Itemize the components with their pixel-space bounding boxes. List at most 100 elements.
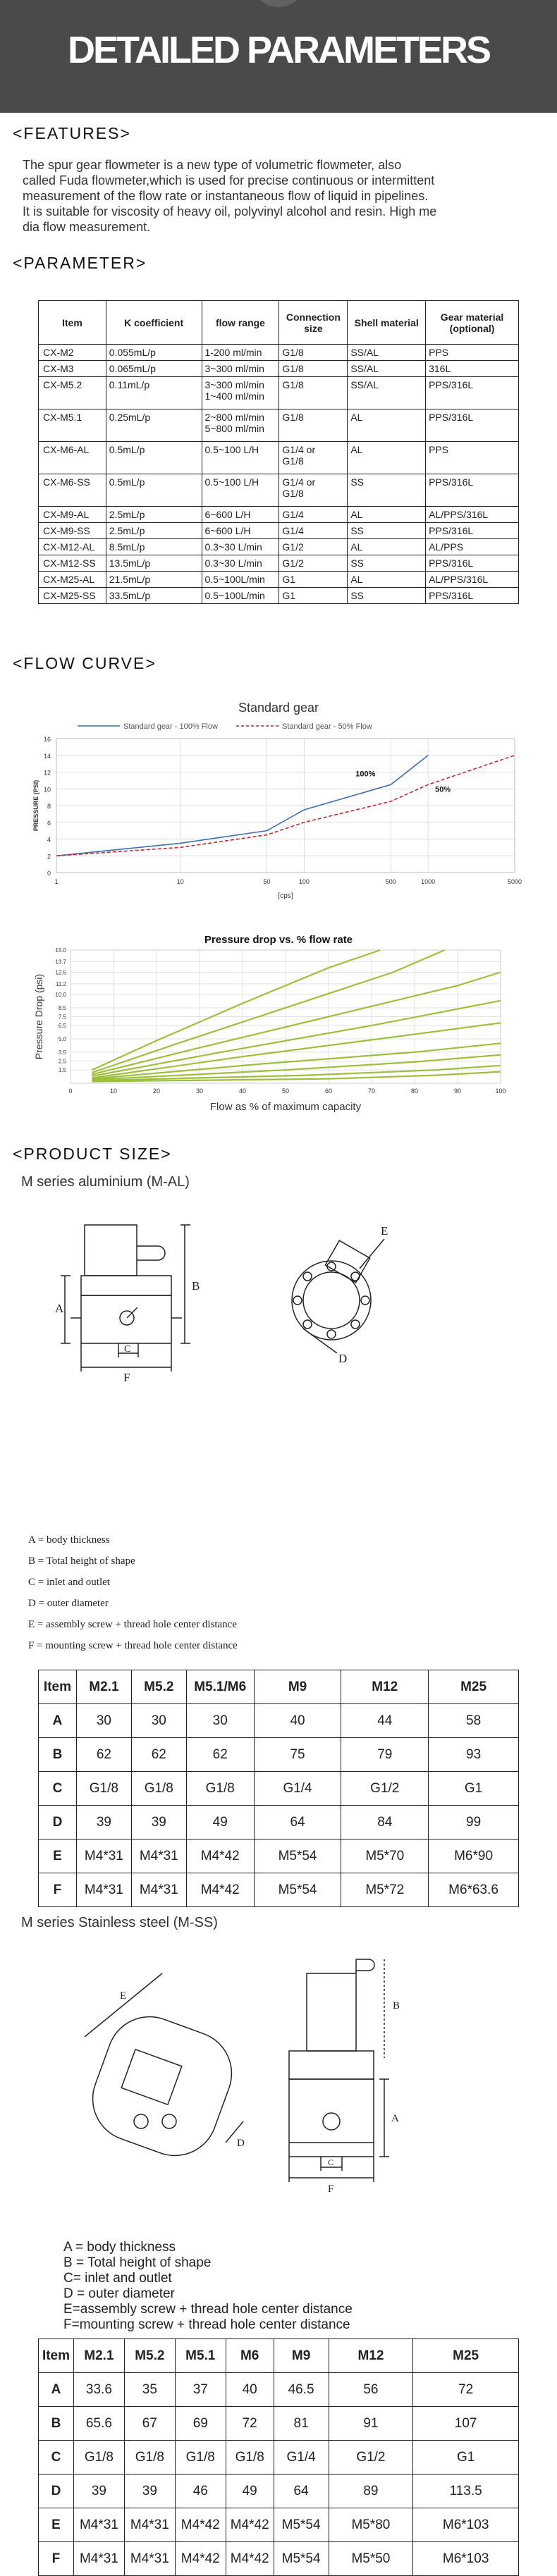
parameter-table-cell: CX-M9-AL: [38, 506, 106, 523]
m-ss-table-cell: B: [38, 2406, 74, 2441]
m-ss-table-cell: G1: [412, 2440, 519, 2475]
plot-frame: [56, 738, 515, 873]
y-tick-label: 14: [44, 753, 51, 760]
y-axis-label: Pressure Drop (psi): [33, 974, 44, 1059]
parameter-table-cell: CX-M25-SS: [38, 587, 106, 604]
parameter-table-cell: CX-M6-AL: [38, 441, 106, 474]
m-al-drawing: A B C F E D: [55, 1224, 388, 1384]
m-al-table-cell: 39: [75, 1805, 132, 1839]
parameter-table-cell: CX-M9-SS: [38, 522, 106, 539]
parameter-table-cell: 0.11mL/p: [105, 376, 202, 409]
m-al-table-cell: M4*31: [75, 1839, 132, 1873]
m-al-table-cell: M4*42: [185, 1873, 255, 1907]
m-al-table-cell: G1/8: [130, 1771, 187, 1806]
m-al-top-body: [291, 1260, 372, 1341]
m-ss-legend-item: A = body thickness: [63, 2240, 176, 2255]
m-ss-label-a: A: [391, 2113, 399, 2124]
m-ss-lower-body: [288, 2078, 374, 2157]
m-ss-drawing: A B C F E D: [84, 1959, 400, 2195]
y-tick-label: 1.5: [59, 1067, 67, 1073]
m-ss-table-cell: C: [38, 2440, 74, 2475]
series-line-1: [56, 754, 515, 857]
m-al-table-cell: C: [38, 1771, 77, 1806]
bolt-hole: [326, 1262, 336, 1271]
parameter-table-cell: 0.5~100L/min: [201, 587, 280, 604]
m-ss-table-cell: M4*42: [174, 2541, 226, 2576]
m-al-table-cell: 79: [341, 1737, 429, 1772]
m-al-legend-item: F = mounting screw + thread hole center …: [28, 1640, 238, 1651]
m-al-table-cell: 39: [130, 1805, 187, 1839]
x-tick-label: 1: [54, 878, 58, 885]
m-ss-table-cell: 65.6: [73, 2406, 125, 2441]
m-al-table-cell: M5*70: [341, 1839, 429, 1873]
parameter-table-cell: PPS: [425, 441, 519, 474]
parameter-table-cell: G1/4: [278, 506, 348, 523]
m-ss-table-cell: E: [38, 2508, 74, 2542]
m-ss-table-cell: M5*80: [328, 2508, 414, 2542]
parameter-table-cell: 3~300 ml/min: [201, 360, 280, 377]
y-tick-label: 5.0: [59, 1036, 67, 1042]
series-line-7: [92, 1064, 501, 1082]
y-tick-label: 10: [44, 786, 51, 793]
parameter-table-cell: SS: [347, 555, 427, 572]
m-ss-table-header-cell: M5.2: [123, 2338, 176, 2373]
m-al-table-header-cell: M2.1: [75, 1670, 132, 1704]
m-ss-motor-box: [306, 1973, 357, 2052]
parameter-table-cell: CX-M12-SS: [38, 555, 106, 572]
m-ss-table-cell: G1/8: [174, 2440, 226, 2475]
parameter-table-cell: G1/8: [278, 376, 348, 409]
parameter-table-cell: SS/AL: [347, 360, 427, 377]
series-data-label: 100%: [355, 770, 375, 778]
x-axis-label: Flow as % of maximum capacity: [210, 1101, 362, 1113]
parameter-table-cell: PPS/316L: [425, 587, 519, 604]
m-al-label-d: D: [338, 1352, 347, 1365]
m-ss-table-cell: M4*42: [225, 2508, 274, 2542]
features-line: called Fuda flowmeter,which is used for …: [23, 173, 435, 187]
m-al-table-cell: G1/4: [253, 1771, 342, 1806]
x-tick-label: 100: [495, 1087, 506, 1095]
y-tick-label: 16: [44, 736, 51, 743]
parameter-table-header-cell: Item: [38, 300, 106, 345]
m-ss-table-cell: 35: [123, 2372, 176, 2407]
parameter-table-header-cell: Shell material: [347, 300, 427, 345]
m-ss-label-c: C: [328, 2157, 333, 2167]
parameter-table-cell: G1/4: [278, 522, 348, 539]
m-al-label-b: B: [192, 1279, 200, 1293]
m-ss-table-cell: D: [38, 2474, 74, 2508]
features-line: measurement of the flow rate or instanta…: [23, 189, 429, 203]
y-tick-label: 3.5: [59, 1049, 67, 1056]
parameter-table-cell: AL: [347, 409, 427, 442]
features-line: The spur gear flowmeter is a new type of…: [23, 158, 402, 172]
m-ss-table-cell: M5*54: [273, 2541, 329, 2576]
m-al-table-header-cell: M5.1/M6: [185, 1670, 255, 1704]
parameter-table-header-cell: Gear material (optional): [425, 300, 519, 345]
parameter-table-cell: PPS/316L: [425, 474, 519, 507]
parameter-table-cell: CX-M5.1: [38, 409, 106, 442]
m-ss-table-cell: M6*103: [412, 2541, 519, 2576]
m-ss-legend-item: C= inlet and outlet: [63, 2271, 172, 2286]
parameter-table-cell: 6~600 L/H: [201, 522, 280, 539]
parameter-table-cell: AL/PPS/316L: [425, 506, 519, 523]
x-tick-label: 50: [282, 1087, 289, 1095]
bolt-hole: [302, 1271, 312, 1281]
parameter-table-cell: CX-M5.2: [38, 376, 106, 409]
m-ss-table-cell: M4*31: [123, 2541, 176, 2576]
parameter-table-cell: AL/PPS: [425, 538, 519, 555]
m-al-table-header-cell: M9: [253, 1670, 342, 1704]
parameter-table-cell: CX-M3: [38, 360, 106, 377]
header-banner: DETAILED PARAMETERS: [0, 0, 557, 113]
parameter-table-cell: AL: [347, 538, 427, 555]
